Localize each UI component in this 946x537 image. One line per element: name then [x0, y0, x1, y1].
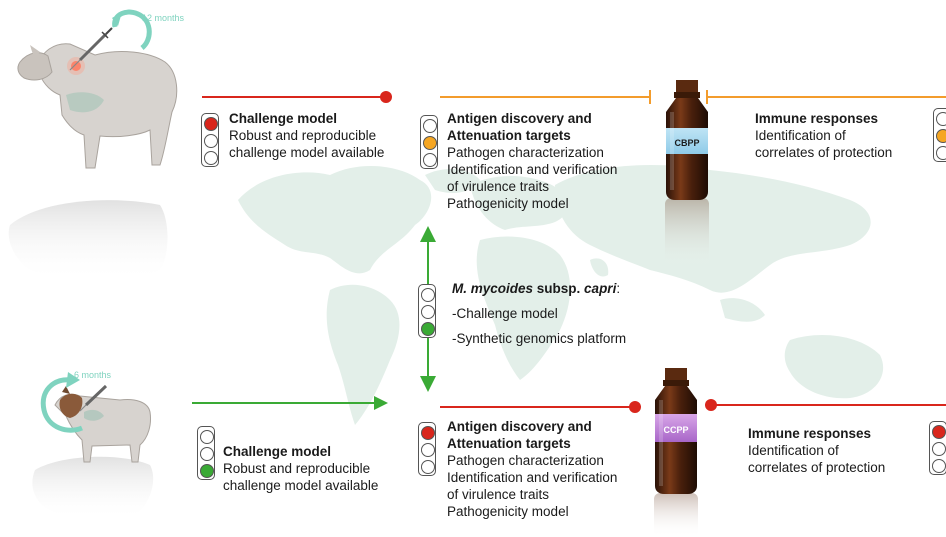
cbpp-vial — [665, 80, 709, 268]
cattle-illustration — [8, 9, 178, 282]
duration-label-top: 12 months — [142, 13, 185, 23]
top-challenge-text: Challenge model Robust and reproducible … — [229, 111, 385, 160]
traffic-light-bottom-antigen — [418, 422, 436, 476]
traffic-light-bottom-immune — [929, 421, 946, 475]
lamp-green — [421, 322, 435, 336]
ccpp-vial-label: CCPP — [663, 425, 689, 435]
duration-label-bottom: 6 months — [74, 370, 112, 380]
traffic-light-top-challenge — [201, 113, 219, 167]
syringe-icon-top — [69, 27, 113, 71]
traffic-light-bottom-challenge — [197, 426, 215, 480]
goat-illustration — [32, 372, 154, 521]
ccpp-vial — [654, 368, 698, 537]
top-immune-text: Immune responses Identification of corre… — [755, 111, 893, 160]
traffic-light-middle — [418, 284, 436, 338]
cbpp-vial-label: CBPP — [674, 138, 700, 148]
top-challenge-title: Challenge model — [229, 111, 338, 126]
bottom-challenge-text: Challenge model Robust and reproducible … — [223, 444, 379, 493]
world-map — [238, 165, 884, 425]
syringe-icon-bottom — [79, 384, 108, 412]
lamp-amber — [423, 136, 437, 150]
top-antigen-text: Antigen discovery and Attenuation target… — [447, 111, 618, 211]
traffic-light-top-immune — [933, 108, 946, 162]
lamp-red — [204, 117, 218, 131]
bottom-antigen-text: Antigen discovery and Attenuation target… — [447, 419, 618, 519]
bottom-immune-text: Immune responses Identification of corre… — [748, 426, 886, 475]
middle-text: M. mycoides subsp. capri: -Challenge mod… — [452, 281, 627, 346]
traffic-light-top-antigen — [420, 115, 438, 169]
